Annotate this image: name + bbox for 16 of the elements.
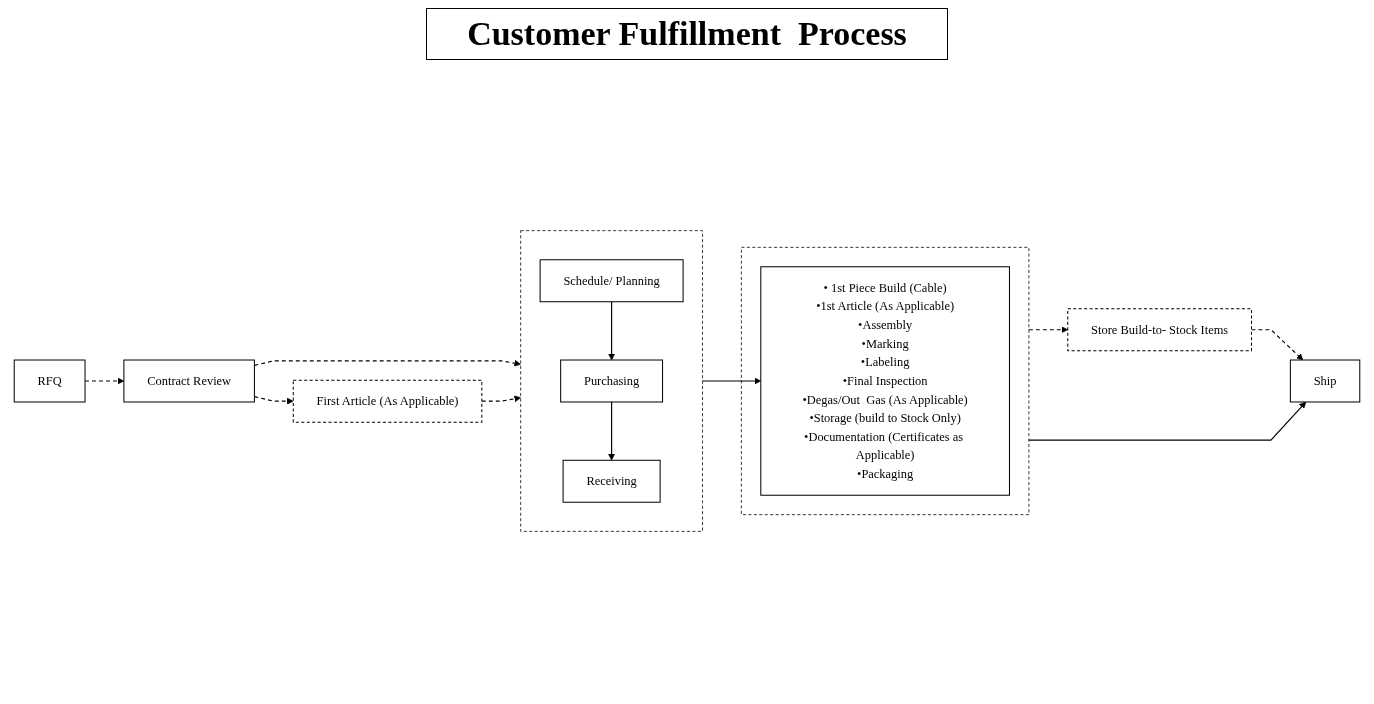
node-box: Ship (1289, 359, 1361, 403)
cluster (520, 230, 703, 532)
title-box: Customer Fulfillment Process (426, 8, 948, 60)
node-box: • 1st Piece Build (Cable) •1st Article (As Applicable) •Assembly •Marking •Labeling •Final Inspection •Degas/Out Gas (As Applicable) •Storage (build to Stock Only) •Documentation (Certificates as Applicable) •Packaging (760, 266, 1010, 496)
node-box: Contract Review (123, 359, 255, 403)
node-box: First Article (As Applicable) (292, 379, 483, 423)
node-box: Purchasing (560, 359, 664, 403)
arrow (608, 301, 615, 361)
node-box: Store Build-to- Stock Items (1067, 308, 1252, 352)
node-box: Receiving (562, 459, 661, 503)
node-box: Schedule/ Planning (539, 259, 684, 303)
node-box: RFQ (13, 359, 86, 403)
arrow (608, 401, 615, 461)
arrow (481, 395, 521, 403)
cluster (741, 246, 1030, 516)
arrow (1028, 401, 1307, 441)
